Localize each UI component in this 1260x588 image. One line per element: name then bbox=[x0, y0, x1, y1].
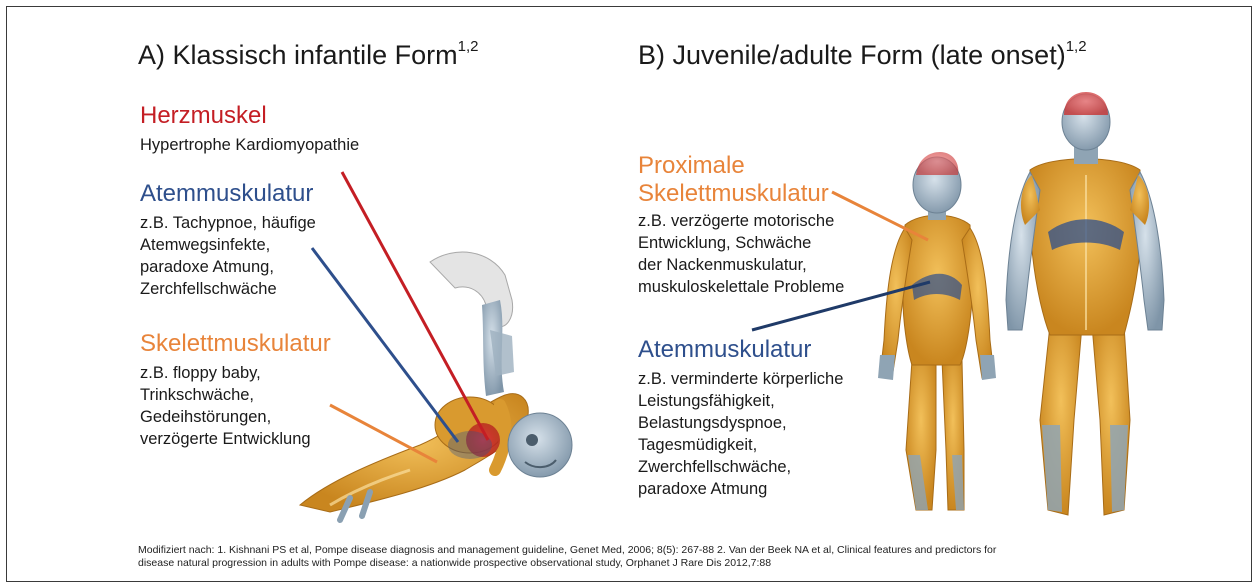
footnote-references: Modifiziert nach: 1. Kishnani PS et al, … bbox=[138, 544, 1218, 570]
heart-description: Hypertrophe Kardiomyopathie bbox=[140, 134, 359, 156]
heart-heading: Herzmuskel bbox=[140, 102, 267, 130]
proximal-callout-line bbox=[832, 192, 928, 240]
respiratory-heading-b: Atemmuskulatur bbox=[638, 336, 811, 364]
panel-b-title: B) Juvenile/adulte Form (late onset)1,2 bbox=[638, 40, 1087, 71]
proximal-heading: Proximale Skelettmuskulatur bbox=[638, 152, 829, 208]
skeletal-description: z.B. floppy baby, Trinkschwäche, Gedeihs… bbox=[140, 362, 311, 450]
proximal-description: z.B. verzögerte motorische Entwicklung, … bbox=[638, 210, 844, 298]
child-figure bbox=[878, 152, 996, 510]
skeletal-callout-line bbox=[330, 405, 437, 462]
respiratory-description-b: z.B. verminderte körperliche Leistungsfä… bbox=[638, 368, 843, 500]
adult-figure bbox=[1006, 92, 1164, 515]
respiratory-description-a: z.B. Tachypnoe, häufige Atemwegsinfekte,… bbox=[140, 212, 316, 300]
skeletal-heading: Skelettmuskulatur bbox=[140, 330, 331, 358]
heart-callout-line bbox=[342, 172, 488, 440]
respiratory-heading-a: Atemmuskulatur bbox=[140, 180, 313, 208]
infant-figure bbox=[300, 252, 572, 520]
panel-a-title: A) Klassisch infantile Form1,2 bbox=[138, 40, 478, 71]
